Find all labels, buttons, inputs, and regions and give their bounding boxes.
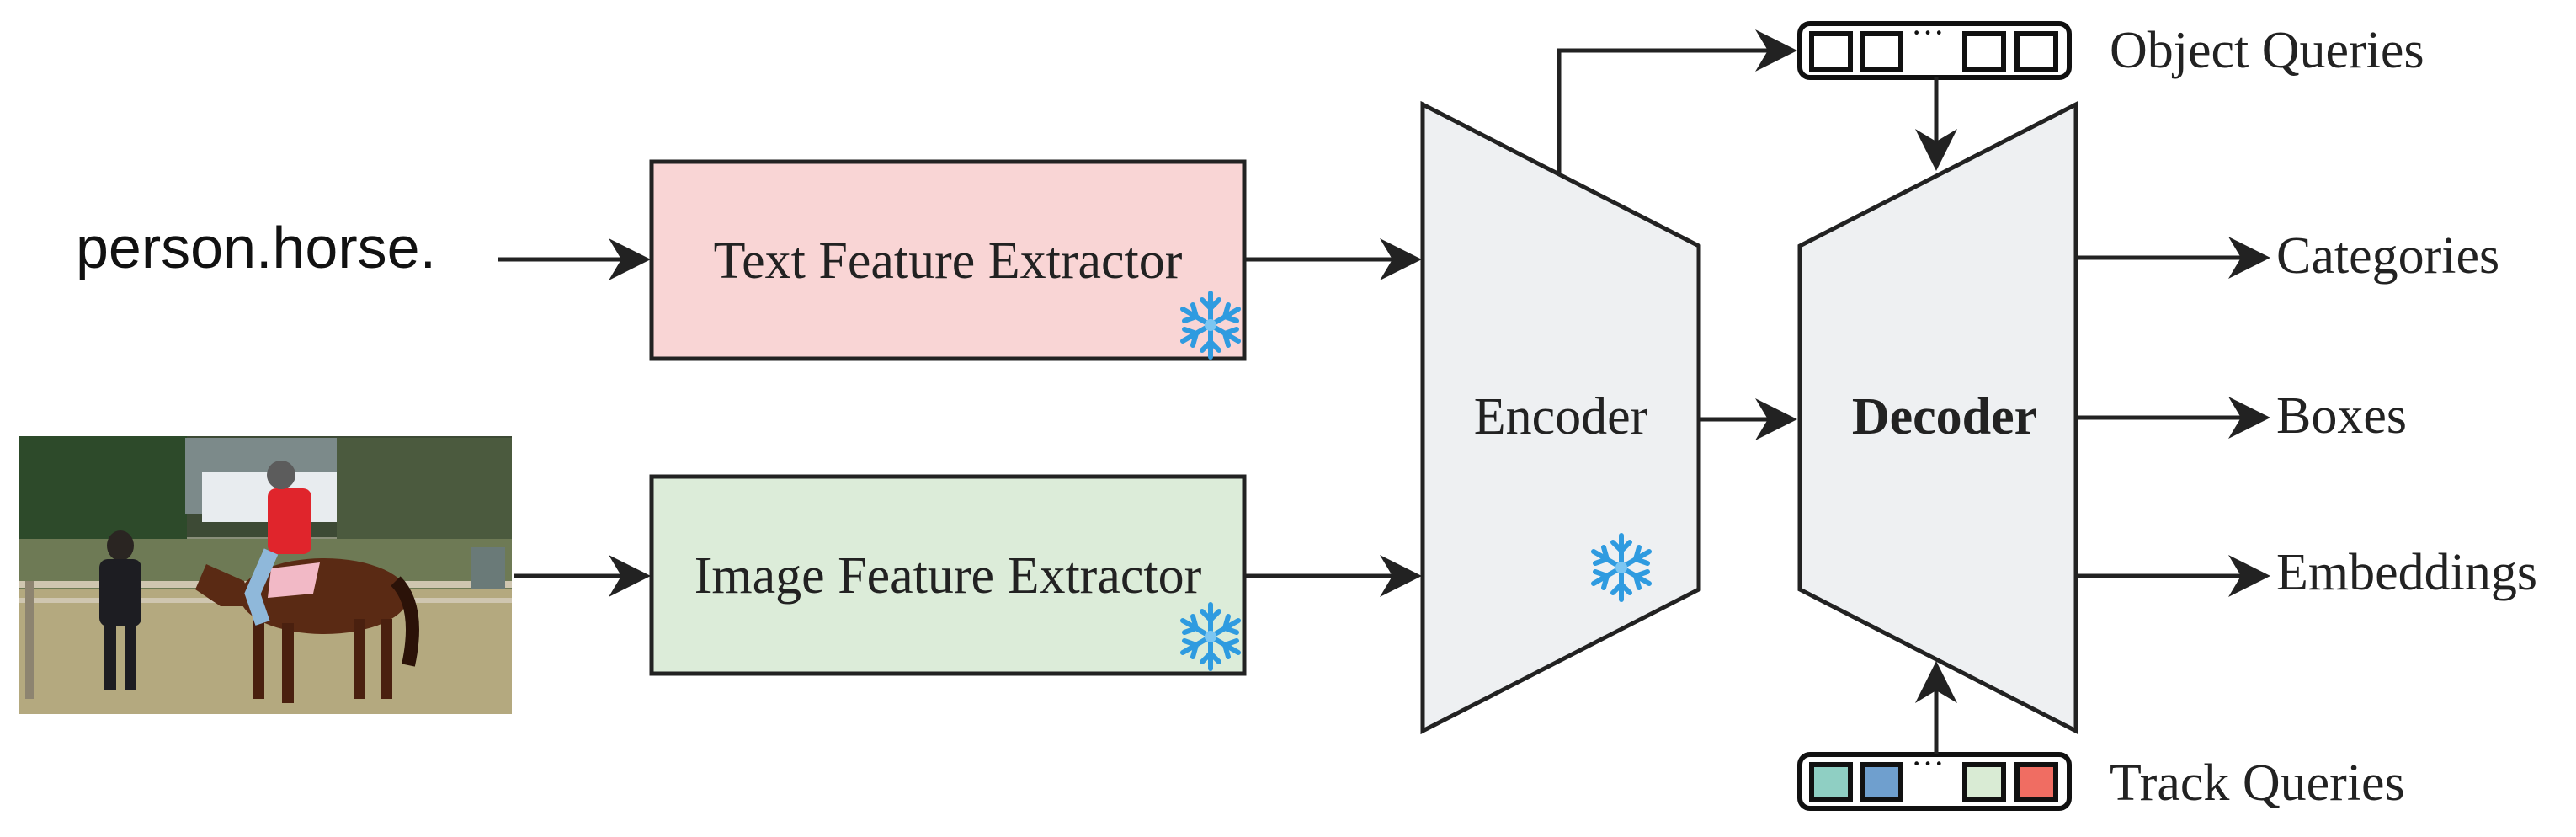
text-extractor-label: Text Feature Extractor [714,232,1183,290]
svg-text:···: ··· [1911,13,1945,51]
track-queries-label: Track Queries [2110,754,2405,812]
object-queries: ··· [1797,13,2072,80]
output-categories: Categories [2276,227,2499,285]
decoder-block: Decoder [1797,100,2078,735]
image-extractor-label: Image Feature Extractor [695,547,1202,605]
encoder-label: Encoder [1474,388,1648,445]
decoder-label: Decoder [1852,388,2037,445]
svg-text:···: ··· [1911,744,1945,782]
output-embeddings: Embeddings [2276,544,2537,601]
text-feature-extractor: Text Feature Extractor [649,159,1247,361]
object-queries-label: Object Queries [2110,22,2424,79]
input-text: person.horse. [76,215,436,280]
arrow-encoder-to-object-queries [1557,29,1797,173]
track-queries: ··· [1797,744,2072,811]
input-image [19,436,512,714]
encoder-block: Encoder [1420,100,1701,735]
output-boxes: Boxes [2276,387,2407,445]
image-feature-extractor: Image Feature Extractor [649,474,1247,676]
